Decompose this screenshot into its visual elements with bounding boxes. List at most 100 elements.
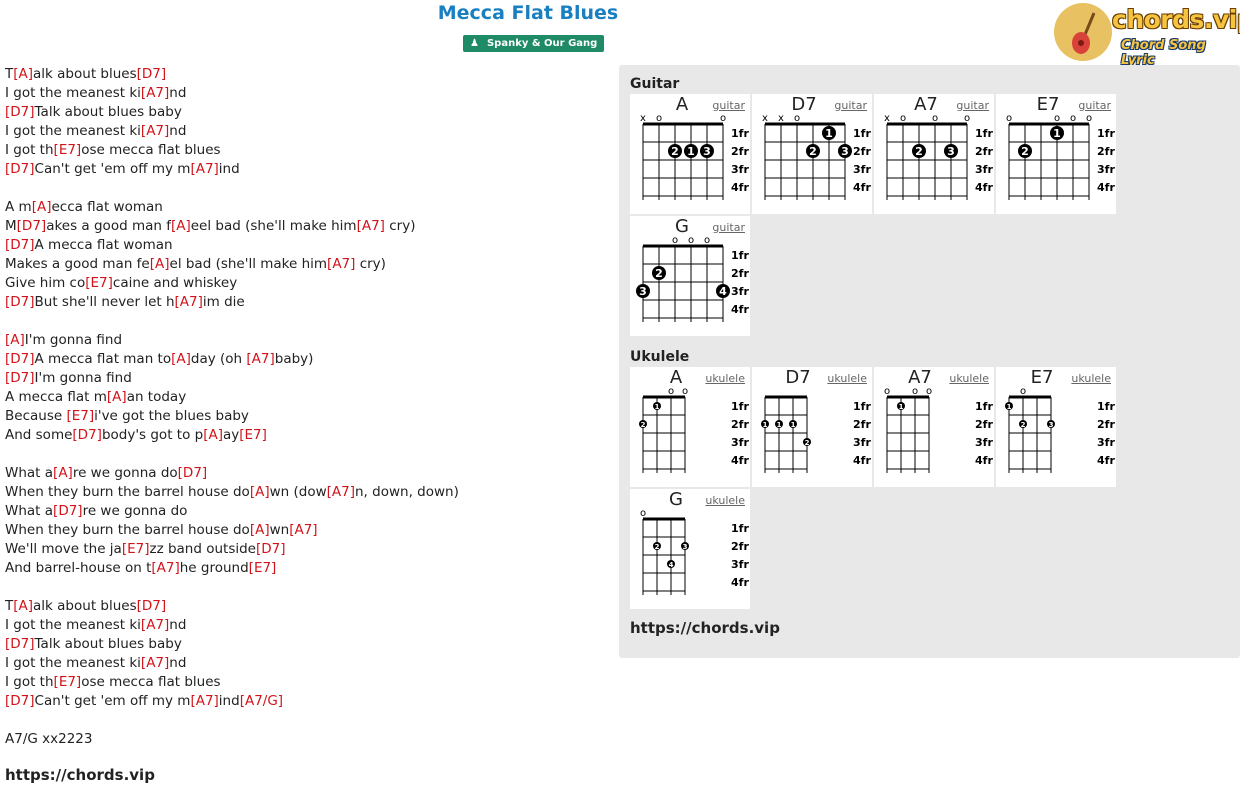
lyric-line: [D7]A mecca flat woman — [5, 236, 459, 255]
chord-token[interactable]: [D7] — [5, 636, 35, 652]
lyric-line: Give him co[E7]caine and whiskey — [5, 274, 459, 293]
chord-token[interactable]: [A7] — [151, 560, 180, 576]
open-string-mark: o — [672, 235, 678, 246]
chord-token[interactable]: [E7] — [53, 142, 82, 158]
finger-number: 4 — [719, 285, 727, 298]
chord-token[interactable]: [A7/G] — [239, 693, 284, 709]
finger-number: 1 — [1053, 127, 1061, 140]
chord-token[interactable]: [A] — [171, 351, 191, 367]
chord-token[interactable]: [A7] — [140, 85, 170, 101]
finger-number: 3 — [639, 285, 647, 298]
chord-token[interactable]: [A7] — [140, 123, 170, 139]
chord-token[interactable]: [A7] — [140, 617, 170, 633]
chord-token[interactable]: [A7] — [190, 693, 219, 709]
chord-token[interactable]: [A7] — [140, 655, 170, 671]
chord-token[interactable]: [D7] — [5, 294, 35, 310]
instrument-link[interactable]: guitar — [834, 99, 867, 112]
instrument-link[interactable]: ukulele — [949, 372, 989, 385]
lyric-line: When they burn the barrel house do[A]wn … — [5, 483, 459, 502]
artist-badge[interactable]: ♟Spanky & Our Gang — [463, 35, 605, 52]
chord-token[interactable]: [D7] — [136, 66, 167, 82]
instrument-link[interactable]: guitar — [712, 221, 745, 234]
chord-token[interactable]: [A7] — [289, 522, 318, 538]
finger-dot — [897, 402, 905, 410]
finger-number: 1 — [687, 145, 695, 158]
chord-token[interactable]: [D7] — [5, 693, 35, 709]
chord-token[interactable]: [E7] — [239, 427, 267, 443]
chord-token[interactable]: [A] — [13, 598, 34, 614]
chord-token[interactable]: [E7] — [121, 541, 150, 557]
instrument-link[interactable]: guitar — [712, 99, 745, 112]
chord-token[interactable]: [A7] — [174, 294, 203, 310]
chord-token[interactable]: [A7] — [326, 484, 355, 500]
chord-token[interactable]: [D7] — [72, 427, 102, 443]
instrument-link[interactable]: guitar — [1078, 99, 1111, 112]
finger-dot — [1018, 144, 1032, 158]
lyric-line: I got th[E7]ose mecca flat blues — [5, 141, 459, 160]
chord-token[interactable]: [D7] — [177, 465, 208, 481]
site-logo[interactable]: chords.vip Chord Song Lyric — [1054, 3, 1240, 68]
chord-token[interactable]: [A] — [106, 389, 127, 405]
instrument-link[interactable]: ukulele — [705, 372, 745, 385]
chord-token[interactable]: [A] — [5, 332, 25, 348]
chord-token[interactable]: [D7] — [256, 541, 286, 557]
finger-number: 2 — [655, 543, 660, 551]
chord-token[interactable]: [A] — [31, 199, 52, 215]
lyric-line: I got the meanest ki[A7]nd — [5, 616, 459, 635]
chord-token[interactable]: [D7] — [53, 503, 83, 519]
chord-token[interactable]: [A] — [249, 484, 270, 500]
chord-token[interactable]: [A] — [203, 427, 223, 443]
instrument-link[interactable]: ukulele — [827, 372, 867, 385]
lyric-text: A mecca flat man to — [34, 351, 172, 367]
lyric-text: cry) — [355, 256, 386, 272]
chord-token[interactable]: [E7] — [85, 275, 113, 291]
open-string-mark: o — [656, 113, 662, 124]
panel-url[interactable]: https://chords.vip — [630, 619, 780, 637]
instrument-link[interactable]: ukulele — [705, 494, 745, 507]
footer-url[interactable]: https://chords.vip — [5, 766, 155, 784]
chord-token[interactable]: [E7] — [248, 560, 277, 576]
chord-token[interactable]: [D7] — [5, 161, 35, 177]
chord-token[interactable]: [D7] — [136, 598, 167, 614]
instrument-link[interactable]: ukulele — [1071, 372, 1111, 385]
chord-token[interactable]: [A] — [149, 256, 170, 272]
chord-token[interactable]: [A] — [170, 218, 191, 234]
chord-token[interactable]: [D7] — [5, 351, 35, 367]
muted-string-mark: x — [640, 113, 646, 124]
chord-token[interactable]: [D7] — [16, 218, 47, 234]
chord-token[interactable]: [E7] — [66, 408, 95, 424]
finger-number: 2 — [1021, 421, 1026, 429]
chord-token[interactable]: [A] — [13, 66, 34, 82]
instrument-link[interactable]: guitar — [956, 99, 989, 112]
chord-token[interactable]: [D7] — [5, 104, 35, 120]
chord-name: A — [669, 367, 683, 388]
lyric-text: i've got the blues baby — [94, 408, 249, 424]
chord-token[interactable]: [A] — [249, 522, 270, 538]
chord-token[interactable]: [A7] — [246, 351, 275, 367]
chord-token[interactable]: [D7] — [5, 237, 35, 253]
chord-token[interactable]: [A] — [53, 465, 73, 481]
lyric-text: Can't get 'em off my m — [34, 693, 191, 709]
chord-token[interactable]: [A7] — [190, 161, 219, 177]
chord-token[interactable]: [A7] — [356, 218, 385, 234]
finger-number: 2 — [915, 145, 923, 158]
chord-token[interactable]: [E7] — [53, 674, 82, 690]
chord-token[interactable]: [D7] — [5, 370, 35, 386]
chord-token[interactable]: [A7] — [327, 256, 356, 272]
lyric-text: zz band outside — [149, 541, 257, 557]
open-string-mark: o — [900, 113, 906, 124]
